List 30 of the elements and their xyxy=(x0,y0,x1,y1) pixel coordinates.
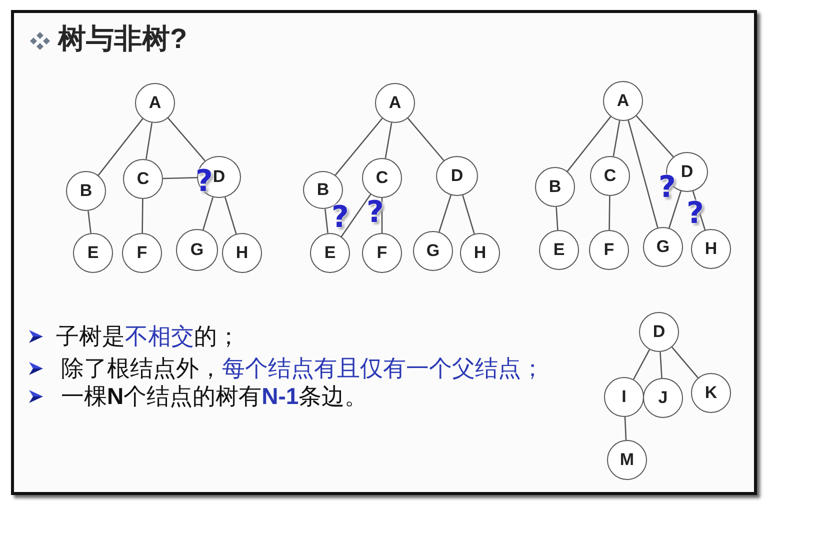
tree-edge xyxy=(407,118,444,161)
tree-edge xyxy=(162,176,198,180)
tree-edge xyxy=(566,116,612,172)
tree-edge xyxy=(624,416,627,440)
tree-edge xyxy=(168,118,206,162)
tree-edge xyxy=(668,190,682,228)
bullet-text: 一棵N个结点的树有N-1条边。 xyxy=(61,382,368,410)
tree-edge xyxy=(224,197,237,234)
tree-edge xyxy=(660,352,662,378)
tree-edge xyxy=(145,122,153,160)
tree-edge xyxy=(438,194,452,232)
tree-edge xyxy=(334,118,383,176)
slide-title: 树与非树? xyxy=(58,22,188,56)
tree-edge xyxy=(636,115,674,158)
tree-edge xyxy=(628,120,658,228)
tree-edge xyxy=(324,208,328,234)
tree-edge xyxy=(384,122,392,158)
tree-edge xyxy=(88,210,92,234)
bullet-text: 除了根结点外，每个结点有且仅有一个父结点； xyxy=(61,354,544,382)
tree-edge xyxy=(142,199,144,233)
tree-edge xyxy=(202,197,214,230)
tree-edge xyxy=(672,346,698,378)
tree-edge xyxy=(612,120,620,156)
tree-edge xyxy=(98,118,144,176)
bullet-text: 子树是不相交的； xyxy=(56,322,240,350)
tree-edge xyxy=(462,195,475,234)
tree-edge xyxy=(340,194,372,237)
tree-edge xyxy=(556,206,558,230)
tree-edge xyxy=(632,349,650,380)
tree-edge xyxy=(608,196,610,230)
